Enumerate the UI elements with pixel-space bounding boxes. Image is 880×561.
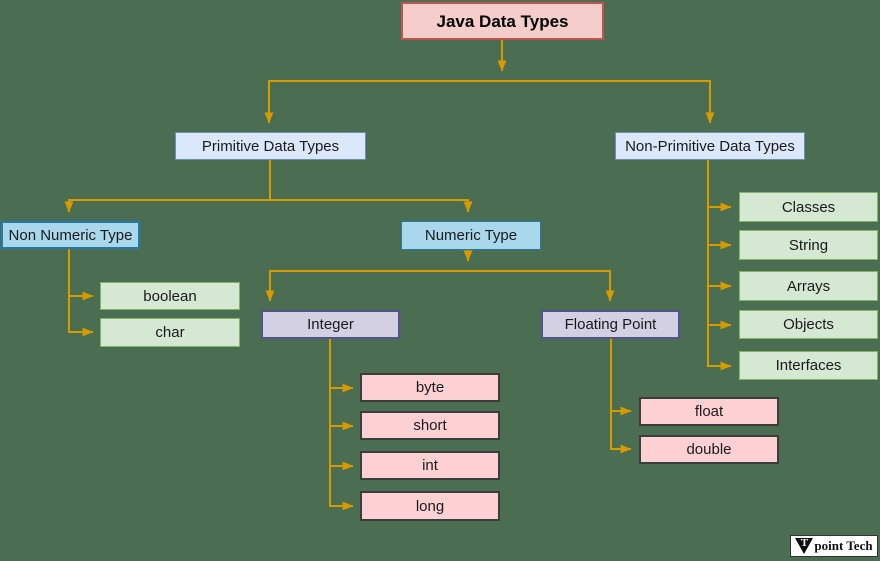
node-java-data-types: Java Data Types	[401, 2, 604, 40]
node-boolean: boolean	[100, 282, 240, 310]
node-label: Objects	[783, 316, 834, 333]
node-numeric-type: Numeric Type	[401, 221, 541, 250]
node-non-primitive-data-types: Non-Primitive Data Types	[615, 132, 805, 160]
node-label: Arrays	[786, 277, 831, 295]
node-label: Numeric Type	[424, 227, 518, 244]
node-int: int	[360, 451, 500, 480]
node-label: char	[155, 324, 185, 341]
node-objects: Objects	[739, 310, 878, 339]
node-primitive-data-types: Primitive Data Types	[175, 132, 366, 160]
node-label: Non Numeric Type	[8, 226, 133, 244]
logo-initial: T	[800, 537, 809, 549]
node-floating-point: Floating Point	[541, 310, 680, 339]
node-label: Primitive Data Types	[201, 137, 340, 155]
node-long: long	[360, 491, 500, 521]
node-non-numeric-type: Non Numeric Type	[1, 221, 140, 249]
node-label: Floating Point	[564, 316, 657, 333]
node-label: long	[415, 497, 445, 515]
node-float: float	[639, 397, 779, 426]
node-interfaces: Interfaces	[739, 351, 878, 380]
node-label: short	[413, 417, 447, 434]
node-label: Classes	[781, 198, 836, 216]
node-arrays: Arrays	[739, 271, 878, 301]
node-label: byte	[415, 379, 445, 396]
node-short: short	[360, 411, 500, 440]
node-string: String	[739, 230, 878, 260]
node-double: double	[639, 435, 779, 464]
node-label: Non-Primitive Data Types	[625, 137, 795, 155]
node-char: char	[100, 318, 240, 347]
node-integer: Integer	[261, 310, 400, 339]
node-label: float	[694, 403, 724, 420]
node-byte: byte	[360, 373, 500, 402]
node-label: int	[422, 457, 438, 474]
node-label: Java Data Types	[436, 11, 569, 31]
node-label: boolean	[143, 287, 197, 305]
logo-triangle-icon: T	[795, 537, 814, 554]
node-label: Integer	[307, 316, 354, 333]
node-label: double	[686, 441, 732, 458]
tpoint-tech-logo: T point Tech	[790, 535, 878, 557]
node-label: String	[788, 236, 829, 254]
node-label: Interfaces	[775, 357, 842, 374]
logo-text: point Tech	[814, 538, 873, 553]
node-classes: Classes	[739, 192, 878, 222]
